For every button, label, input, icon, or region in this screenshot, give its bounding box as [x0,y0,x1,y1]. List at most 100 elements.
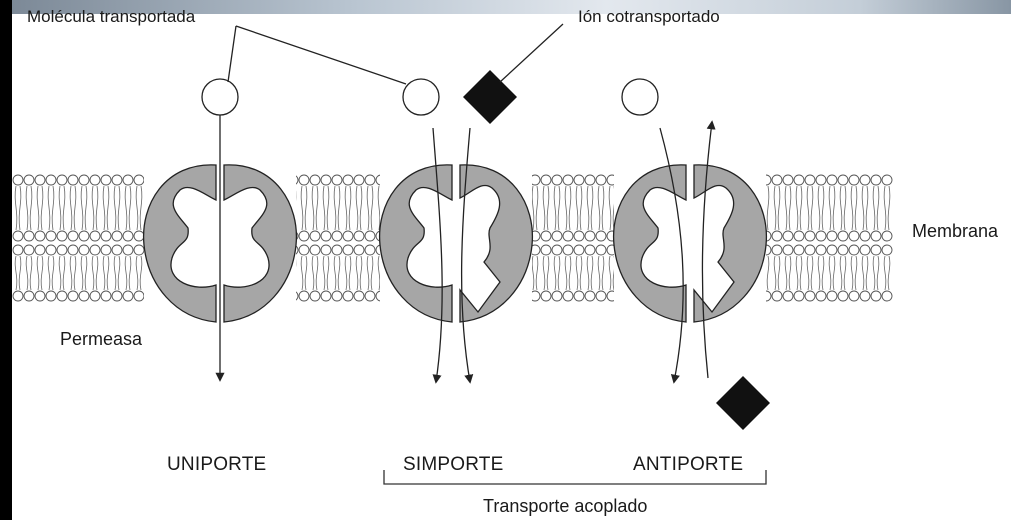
lipid-head [816,231,826,241]
lipid-tail [884,186,886,230]
lipid-tail [81,256,83,290]
lipid-tail [833,186,835,230]
lipid-head [354,231,364,241]
lipid-tail [349,186,351,230]
lipid-head [134,291,144,301]
lipid-head [849,175,859,185]
lipid-tail [866,186,868,230]
lipid-head [112,291,122,301]
lipid-head [321,231,331,241]
molecule-leader-1 [228,26,236,82]
lipid-head [24,245,34,255]
lipid-tail [63,256,65,290]
lipid-tail [851,186,853,230]
lipid-head [882,231,892,241]
lipid-head [79,231,89,241]
lipid-head [772,291,782,301]
lipid-tail [829,256,831,290]
lipid-head [310,175,320,185]
lipid-head [79,245,89,255]
lipid-tail [345,256,347,290]
lipid-tail [800,186,802,230]
lipid-head [354,291,364,301]
lipid-tail [554,256,556,290]
lipid-head [783,231,793,241]
lipid-tail [301,186,303,230]
lipid-tail [378,186,380,230]
lipid-head [805,231,815,241]
lipid-tail [609,256,611,290]
lipid-tail [576,186,578,230]
lipid-tail [81,186,83,230]
lipid-tail [327,256,329,290]
lipid-head [585,175,595,185]
lipid-tail [873,256,875,290]
lipid-tail [92,186,94,230]
antiport-label: ANTIPORTE [633,455,743,474]
lipid-head [827,175,837,185]
lipid-tail [59,186,61,230]
lipid-head [35,175,45,185]
lipid-tail [569,256,571,290]
lipid-tail [378,256,380,290]
lipid-tail [840,256,842,290]
lipid-tail [609,186,611,230]
lipid-tail [818,186,820,230]
lipid-head [13,291,23,301]
lipid-tail [70,186,72,230]
lipid-tail [41,256,43,290]
lipid-head [13,231,23,241]
lipid-head [871,231,881,241]
lipid-tail [74,256,76,290]
lipid-head [46,291,56,301]
lipid-tail [547,256,549,290]
lipid-tail [312,186,314,230]
lipid-head [860,245,870,255]
lipid-head [90,245,100,255]
lipid-tail [85,186,87,230]
lipid-tail [807,186,809,230]
lipid-head [13,245,23,255]
lipid-tail [338,256,340,290]
lipid-tail [125,186,127,230]
lipid-head [827,245,837,255]
lipid-tail [877,256,879,290]
lipid-head [35,245,45,255]
lipid-tail [543,186,545,230]
lipid-head [871,245,881,255]
lipid-head [24,231,34,241]
lipid-head [849,291,859,301]
lipid-tail [811,256,813,290]
lipid-head [783,175,793,185]
corner-letter: E [0,502,10,520]
lipid-head [57,175,67,185]
lipid-tail [114,186,116,230]
coupled-transport-label: Transporte acoplado [483,497,647,515]
lipid-head [563,231,573,241]
lipid-head [79,175,89,185]
lipid-tail [598,256,600,290]
ion-label: Ión cotransportado [578,8,720,25]
lipid-head [310,231,320,241]
symport-label: SIMPORTE [403,455,504,474]
lipid-tail [800,256,802,290]
uniport-molecule [202,79,238,115]
lipid-head [552,231,562,241]
lipid-tail [107,186,109,230]
lipid-head [541,175,551,185]
lipid-tail [591,256,593,290]
lipid-head [68,245,78,255]
lipid-tail [796,186,798,230]
lipid-tail [807,256,809,290]
lipid-tail [30,186,32,230]
lipid-tail [774,256,776,290]
lipid-head [585,291,595,301]
lipid-head [112,175,122,185]
lipid-tail [767,256,769,290]
lipid-head [860,175,870,185]
lipid-head [838,291,848,301]
lipid-tail [833,256,835,290]
lipid-tail [305,256,307,290]
lipid-head [343,175,353,185]
lipid-tail [536,186,538,230]
